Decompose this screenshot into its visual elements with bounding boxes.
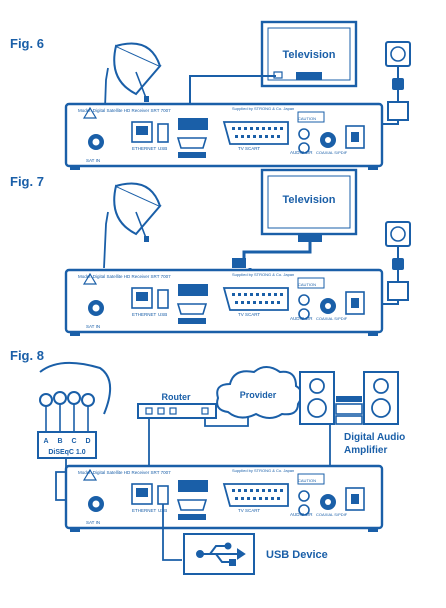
- diseqc-port-c: C: [71, 438, 76, 445]
- provider-cloud-icon: Provider: [216, 366, 303, 419]
- television: Television: [260, 168, 358, 242]
- receiver-model: Model: Digital Satellite HD Receiver SRT…: [78, 108, 171, 113]
- port-ethernet: ETHERNET: [132, 312, 157, 317]
- port-coax: COAXIAL S/PDIF: [316, 150, 348, 155]
- television: Television: [260, 20, 358, 88]
- usb-icon: [196, 542, 246, 566]
- receiver-supplier: Supplied by STRONG & Co. Japan: [232, 272, 294, 277]
- figure-7-label: Fig. 7: [10, 174, 44, 189]
- receiver-model: Model: Digital Satellite HD Receiver SRT…: [78, 274, 171, 279]
- diseqc-port-b: B: [57, 438, 62, 445]
- sat-cable: [103, 211, 109, 269]
- router: Router: [137, 392, 217, 419]
- power-plug-icon: [385, 221, 411, 301]
- usb-device-label: USB Device: [266, 549, 328, 561]
- audio-amplifier: Digital Audio Amplifier: [299, 371, 405, 456]
- port-usb: USB: [158, 312, 167, 317]
- port-ethernet: ETHERNET: [132, 508, 157, 513]
- port-audio: AUDIO L/R: [290, 150, 313, 155]
- receiver-rear-panel: [64, 102, 384, 172]
- port-sat-in: SAT IN: [86, 324, 100, 329]
- port-usb: USB: [158, 146, 167, 151]
- diseqc-label: DiSEqC 1.0: [48, 449, 85, 456]
- receiver-supplier: Supplied by STRONG & Co. Japan: [232, 468, 294, 473]
- port-caution: CAUTION: [298, 478, 316, 483]
- scart-cable: [238, 242, 312, 264]
- figure-6-label: Fig. 6: [10, 36, 44, 51]
- port-caution: CAUTION: [298, 116, 316, 121]
- satellite-dish-icon: [113, 182, 161, 243]
- hdmi-cable: [189, 75, 276, 114]
- receiver-supplier: Supplied by STRONG & Co. Japan: [232, 106, 294, 111]
- figure-8-label: Fig. 8: [10, 348, 44, 363]
- port-coax: COAXIAL S/PDIF: [316, 316, 348, 321]
- port-audio: AUDIO L/R: [290, 316, 313, 321]
- amplifier-label-2: Amplifier: [344, 445, 387, 456]
- figure-7: Fig. 7 Television Model: Digital Satelli…: [10, 168, 411, 338]
- television-label: Television: [283, 194, 336, 206]
- amplifier-label-1: Digital Audio: [344, 432, 405, 443]
- diseqc-port-a: A: [43, 438, 48, 445]
- receiver-rear-panel: [64, 268, 384, 338]
- internet-cable: [204, 416, 249, 427]
- figure-8: Fig. 8 A B C D DiSEqC 1.0 Router: [10, 348, 405, 575]
- port-coax: COAXIAL S/PDIF: [316, 512, 348, 517]
- port-audio: AUDIO L/R: [290, 512, 313, 517]
- tv-scart-icon: [296, 72, 322, 80]
- diseqc-port-d: D: [85, 438, 90, 445]
- provider-label: Provider: [240, 390, 277, 400]
- usb-cable: [162, 504, 182, 561]
- port-ethernet: ETHERNET: [132, 146, 157, 151]
- port-scart: TV SCART: [238, 146, 260, 151]
- receiver-rear-panel: [64, 464, 384, 534]
- scart-plug-icon: [232, 258, 246, 268]
- router-label: Router: [162, 392, 191, 402]
- port-caution: CAUTION: [298, 282, 316, 287]
- tv-scart-icon: [298, 234, 322, 242]
- receiver-model: Model: Digital Satellite HD Receiver SRT…: [78, 470, 171, 475]
- television-label: Television: [283, 49, 336, 61]
- figure-6: Fig. 6 Television Model: Digital Satelli…: [10, 20, 411, 172]
- port-sat-in: SAT IN: [86, 520, 100, 525]
- satellite-dish-icon: [113, 42, 161, 103]
- multi-lnb-dish-icon: [39, 361, 111, 432]
- port-scart: TV SCART: [238, 508, 260, 513]
- diseqc-switch: A B C D DiSEqC 1.0: [37, 431, 97, 459]
- port-scart: TV SCART: [238, 312, 260, 317]
- usb-device: USB Device: [183, 533, 328, 575]
- port-sat-in: SAT IN: [86, 158, 100, 163]
- power-plug-icon: [385, 41, 411, 121]
